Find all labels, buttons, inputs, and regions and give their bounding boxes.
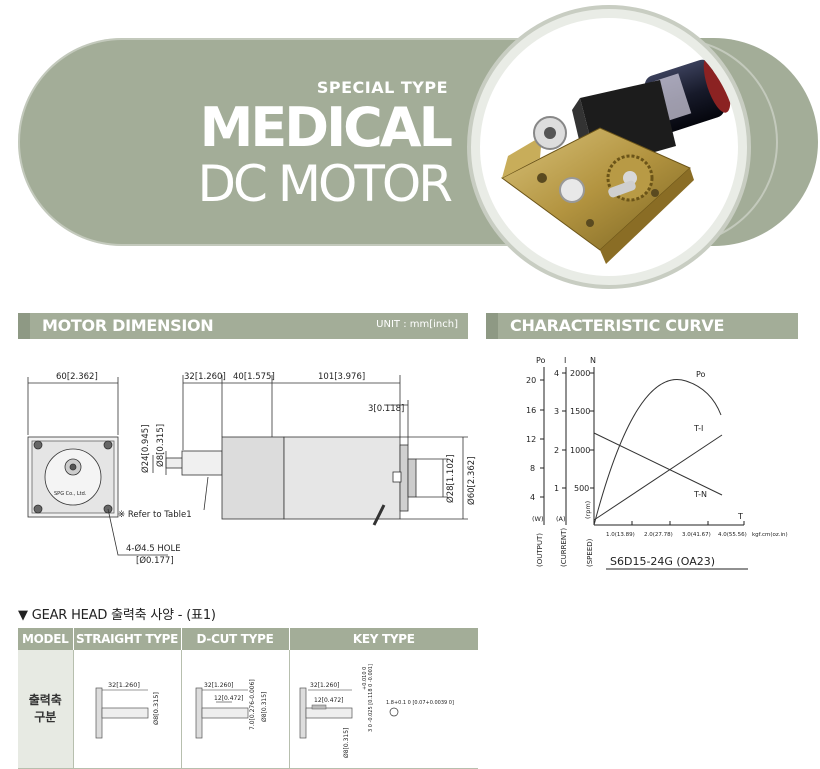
unit-rpm: (rpm) <box>584 501 592 519</box>
row-label-line1: 출력축 <box>28 693 62 707</box>
col-model: MODEL <box>18 628 73 650</box>
label-speed: (SPEED) <box>586 538 594 567</box>
straight-length: 32[1.260] <box>108 681 140 689</box>
col-straight: STRAIGHT TYPE <box>72 628 181 650</box>
i-tick-2: 2 <box>554 446 559 455</box>
key-type-cell: 32[1.260] 12[0.472] Ø8[0.315] 3 0 -0.025… <box>288 650 478 769</box>
key-length: 32[1.260] <box>310 682 340 689</box>
banner-title: MEDICAL <box>199 96 453 159</box>
label-current: (CURRENT) <box>560 528 568 567</box>
key-tol-2: 1.8+0.1 0 [0.07+0.0039 0] <box>386 700 454 706</box>
model-name: S6D15-24G (OA23) <box>610 555 715 568</box>
po-tick-12: 12 <box>526 435 536 444</box>
dcut-type-drawing: 32[1.260] 12[0.472] 7.0[0.276-0.006] Ø8[… <box>195 679 268 739</box>
i-tick-1: 1 <box>554 484 559 493</box>
i-tick-4: 4 <box>554 369 559 378</box>
key-tol-1: 3 0 -0.025 [0.118 0 -0.001] <box>368 664 374 732</box>
col-dcut: D-CUT TYPE <box>180 628 289 650</box>
po-tick-4: 4 <box>530 493 535 502</box>
key-key-length: 12[0.472] <box>314 697 344 704</box>
po-tick-8: 8 <box>530 464 535 473</box>
axis-t: T <box>737 512 743 521</box>
row-label-line2: 구분 <box>34 710 57 724</box>
curve-label-i: T-I <box>693 424 703 433</box>
table-row: 출력축 구분 32[1.260] Ø8[0.315] <box>18 650 478 769</box>
gear-head-table: MODEL STRAIGHT TYPE D-CUT TYPE KEY TYPE … <box>18 628 478 769</box>
motor-dimension-title: MOTOR DIMENSION <box>42 316 214 335</box>
axis-i: I <box>564 356 566 365</box>
motor-photo <box>480 18 738 276</box>
axis-n: N <box>590 356 596 365</box>
motor-dimension-unit: UNIT : mm[inch] <box>376 319 458 330</box>
dim-d60: Ø60[2.362] <box>466 457 477 505</box>
dim-width-top: 60[2.362] <box>56 372 98 382</box>
dim-motor-length: 101[3.976] <box>318 372 365 382</box>
po-tick-16: 16 <box>526 406 536 415</box>
dcut-flat: 7.0[0.276-0.006] <box>249 679 256 730</box>
t-tick-1: 1.0(13.89) <box>606 532 635 538</box>
unit-w: (W) <box>532 515 544 523</box>
t-tick-4: 4.0(55.56) <box>718 532 747 538</box>
curve-label-po: Po <box>696 370 706 379</box>
key-type-drawing: 32[1.260] 12[0.472] Ø8[0.315] 3 0 -0.025… <box>299 664 454 758</box>
dcut-dia: Ø8[0.315] <box>261 692 268 722</box>
n-tick-500: 500 <box>574 484 589 493</box>
t-tick-2: 2.0(27.78) <box>644 532 673 538</box>
t-tick-3: 3.0(41.67) <box>682 532 711 538</box>
hole-spec-inch: [Ø0.177] <box>136 555 174 566</box>
i-tick-3: 3 <box>554 407 559 416</box>
motor-dimension-header: MOTOR DIMENSION UNIT : mm[inch] <box>18 313 468 339</box>
n-tick-1500: 1500 <box>570 407 590 416</box>
po-tick-20: 20 <box>526 376 536 385</box>
dcut-type-cell: 32[1.260] 12[0.472] 7.0[0.276-0.006] Ø8[… <box>180 650 289 769</box>
unit-a: (A) <box>556 515 566 523</box>
straight-type-drawing: 32[1.260] Ø8[0.315] <box>95 681 160 739</box>
curve-label-n: T-N <box>693 490 707 499</box>
key-tol-3: +0.010 0 <box>362 667 368 690</box>
dim-small: 3[0.118] <box>368 404 404 414</box>
dim-d28: Ø28[1.102] <box>445 455 456 503</box>
characteristic-curve-header: CHARACTERISTIC CURVE <box>486 313 798 339</box>
n-tick-1000: 1000 <box>570 446 590 455</box>
dcut-cut: 12[0.472] <box>214 695 244 702</box>
motor-dimension-drawing: 60[2.362] 32[1.260] 40[1.575] 101[3.976]… <box>27 372 477 566</box>
label-output: (OUTPUT) <box>536 533 544 567</box>
characteristic-curve-chart: Po I N T 20 16 12 8 4 4 3 2 1 2000 1500 … <box>526 356 788 570</box>
col-key: KEY TYPE <box>288 628 478 650</box>
dim-d8: Ø8[0.315] <box>155 424 166 467</box>
characteristic-curve-title: CHARACTERISTIC CURVE <box>510 316 725 335</box>
banner-special-type: SPECIAL TYPE <box>316 78 448 97</box>
banner-subtitle: DC MOTOR <box>197 155 453 213</box>
row-label: 출력축 구분 <box>18 650 73 769</box>
refer-table-note: ※ Refer to Table1 <box>118 510 192 520</box>
axis-po: Po <box>536 356 546 365</box>
gear-head-title: ▼ GEAR HEAD 출력축 사양 - (표1) <box>18 608 216 623</box>
dcut-length: 32[1.260] <box>204 682 234 689</box>
dim-shaft-length: 32[1.260] <box>184 372 226 382</box>
hole-spec: 4-Ø4.5 HOLE <box>126 543 181 554</box>
dim-d24: Ø24[0.945] <box>140 425 151 473</box>
n-tick-2000: 2000 <box>570 369 590 378</box>
motor-photo-illustration <box>501 55 731 264</box>
straight-dia: Ø8[0.315] <box>152 692 160 725</box>
straight-type-cell: 32[1.260] Ø8[0.315] <box>72 650 181 769</box>
dim-gear-length: 40[1.575] <box>233 372 275 382</box>
motor-plate-text: SPG Co., Ltd. <box>54 491 87 497</box>
key-dia: Ø8[0.315] <box>343 728 350 758</box>
t-unit: kgf.cm(oz.in) <box>752 532 788 538</box>
